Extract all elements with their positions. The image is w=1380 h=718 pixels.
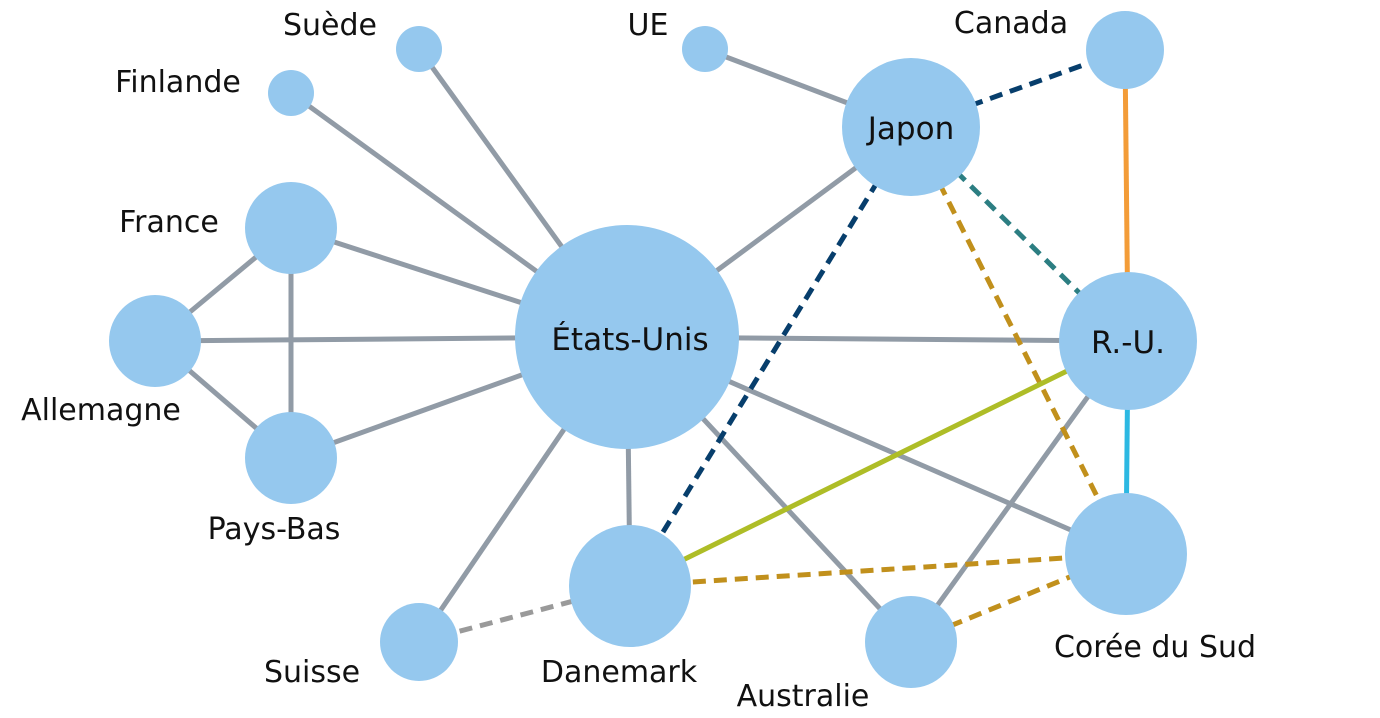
label-usa: États-Unis <box>551 322 708 358</box>
node-france <box>245 182 337 274</box>
node-paysbas <box>245 412 337 504</box>
edge-danemark-coree <box>629 551 1127 589</box>
edge-japon-danemark <box>627 125 914 588</box>
node-layer <box>109 11 1197 688</box>
edge-japon-coree <box>908 125 1129 556</box>
label-finlande: Finlande <box>115 65 241 100</box>
edge-danemark-ru <box>628 338 1130 589</box>
node-coree <box>1065 493 1187 615</box>
label-ru: R.-U. <box>1091 325 1165 361</box>
node-usa <box>515 225 739 449</box>
label-coree: Corée du Sud <box>1054 630 1256 665</box>
label-suisse: Suisse <box>264 655 360 690</box>
node-ru <box>1059 272 1197 410</box>
label-layer: États-Unis Japon R.-U. Canada UE Suède F… <box>21 6 1256 714</box>
label-danemark: Danemark <box>541 655 698 690</box>
label-australie: Australie <box>737 679 870 714</box>
node-finlande <box>268 70 314 116</box>
node-australie <box>865 596 957 688</box>
label-ue: UE <box>628 8 669 43</box>
node-suisse <box>380 603 458 681</box>
node-japon <box>842 58 980 196</box>
label-paysbas: Pays-Bas <box>208 512 341 547</box>
node-danemark <box>569 525 691 647</box>
label-japon: Japon <box>866 111 954 147</box>
node-ue <box>682 26 728 72</box>
label-allemagne: Allemagne <box>21 393 181 428</box>
label-suede: Suède <box>283 8 377 43</box>
label-canada: Canada <box>954 6 1068 41</box>
node-canada <box>1086 11 1164 89</box>
edge-suisse-danemark <box>418 583 631 645</box>
node-allemagne <box>109 295 201 387</box>
label-france: France <box>119 205 219 240</box>
node-suede <box>396 26 442 72</box>
